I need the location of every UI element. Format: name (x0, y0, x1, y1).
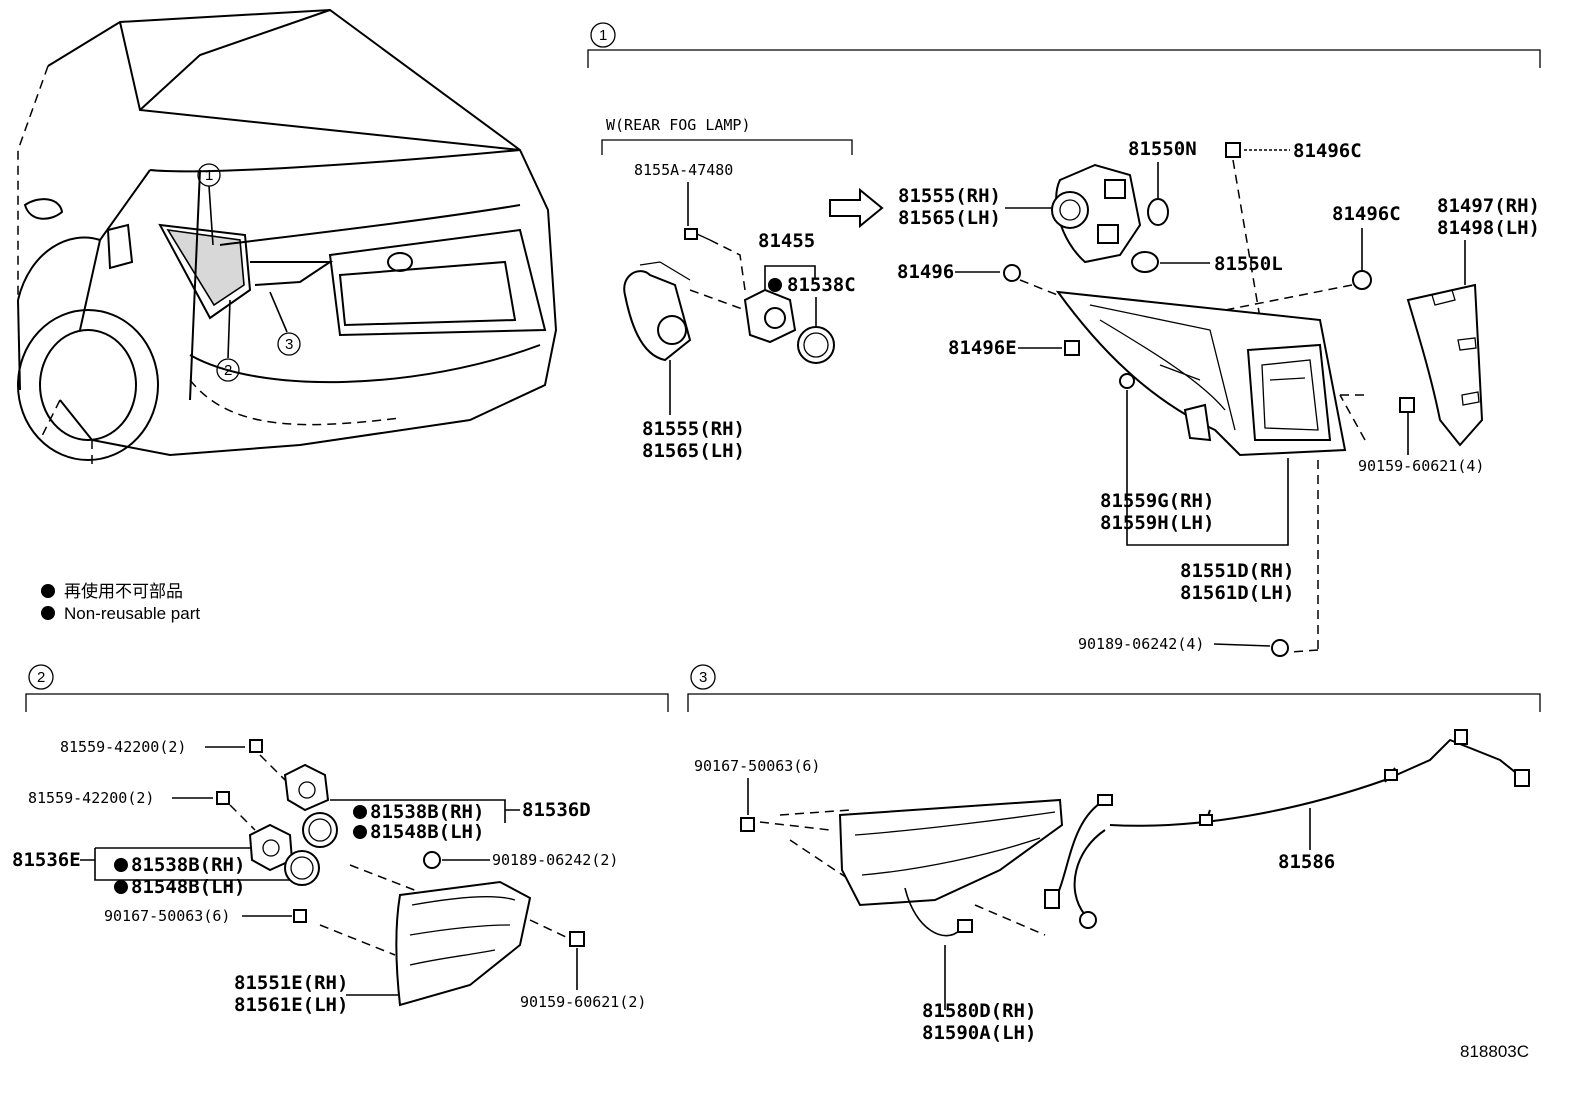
label-81580d-rh: 81580D(RH) (922, 1000, 1036, 1022)
legend-japanese: 再使用不可部品 (64, 581, 183, 601)
svg-text:3: 3 (285, 336, 293, 353)
clip-right (1352, 270, 1372, 290)
bulb-81550l (1131, 251, 1159, 273)
screw-90159-60621-2 (569, 931, 585, 947)
svg-text:1: 1 (599, 27, 607, 44)
cover-81497 (1406, 283, 1484, 447)
label-81555-rh: 81555(RH) (898, 185, 1001, 207)
screw-81559-a (249, 739, 263, 753)
label-81565-lh: 81565(LH) (898, 207, 1001, 229)
wire-harness-81586 (1044, 729, 1530, 929)
label-81550n: 81550N (1128, 138, 1197, 160)
nut-90189-06242 (1271, 639, 1289, 657)
option-label: W(REAR FOG LAMP) (606, 116, 751, 134)
label-81586: 81586 (1278, 851, 1335, 873)
label-90159-60621-4: 90159-60621(4) (1358, 457, 1484, 475)
label-81536e: 81536E (12, 849, 81, 871)
label-81555-rh-fog: 81555(RH) (642, 418, 745, 440)
label-81559g-rh: 81559G(RH) (1100, 490, 1214, 512)
label-90159-60621-2: 90159-60621(2) (520, 993, 646, 1011)
socket-81536d (283, 763, 330, 812)
svg-text:2: 2 (37, 669, 45, 686)
label-81496c-right: 81496C (1332, 203, 1401, 225)
label-8155a-47480: 8155A-47480 (634, 161, 733, 179)
svg-text:3: 3 (699, 669, 707, 686)
vehicle-overview (17, 8, 558, 468)
arrow-icon (829, 187, 884, 229)
gasket-81538b-e (284, 850, 320, 886)
screw-81559-b (216, 791, 230, 805)
label-81561e-lh: 81561E(LH) (234, 994, 348, 1016)
main-socket (1051, 163, 1142, 264)
screw-90167-b (740, 817, 755, 832)
section-3: 3 90167-50063(6) 81580D(RH) 81590A(LH) (687, 664, 1541, 1044)
screw-90167-a (293, 909, 307, 923)
label-81497-rh: 81497(RH) (1437, 195, 1540, 217)
label-90189-06242-2: 90189-06242(2) (492, 851, 618, 869)
non-reusable-legend: 再使用不可部品 Non-reusable part (41, 581, 200, 623)
label-81561d-lh: 81561D(LH) (1180, 582, 1294, 604)
clip-81496e (1064, 340, 1080, 356)
nut-90189-06242-2 (423, 851, 441, 869)
clip-top (1225, 142, 1241, 158)
label-81538b-rh-d: 81538B(RH) (370, 801, 484, 823)
clip-81496 (1003, 264, 1021, 282)
legend-english: Non-reusable part (64, 604, 200, 623)
fog-gasket (797, 326, 835, 364)
fog-socket (623, 261, 692, 362)
rear-lamp-81551e (395, 880, 532, 1007)
label-81538b-rh-e: 81538B(RH) (131, 854, 245, 876)
label-81536d: 81536D (522, 799, 591, 821)
vehicle-callouts: 1 2 3 (197, 163, 301, 382)
label-81548b-lh-e: 81548B(LH) (131, 876, 245, 898)
screw-90159-60621 (1399, 397, 1415, 413)
rear-lamp-81580d (838, 798, 1064, 907)
label-81551e-rh: 81551E(RH) (234, 972, 348, 994)
fog-bulb-socket (743, 288, 797, 344)
gasket-81538b-d (302, 812, 338, 848)
diagram-code: 818803C (1460, 1042, 1529, 1061)
label-81496c-top: 81496C (1293, 140, 1362, 162)
label-81498-lh: 81498(LH) (1437, 217, 1540, 239)
label-81538c: 81538C (787, 274, 856, 296)
label-81551d-rh: 81551D(RH) (1180, 560, 1294, 582)
fog-screw (684, 228, 711, 241)
label-81565-lh-fog: 81565(LH) (642, 440, 745, 462)
section-1: 1 W(REAR FOG LAMP) 8155A-47480 81455 (587, 22, 1541, 657)
bulb-81550n (1147, 198, 1169, 226)
label-81550l: 81550L (1214, 253, 1283, 275)
label-81590a-lh: 81590A(LH) (922, 1022, 1036, 1044)
label-81548b-lh-d: 81548B(LH) (370, 821, 484, 843)
label-90167-50063-6-b: 90167-50063(6) (694, 757, 820, 775)
lens-81559 (1119, 373, 1135, 389)
label-81496: 81496 (897, 261, 954, 283)
label-81559-42200-a: 81559-42200(2) (60, 738, 186, 756)
svg-text:2: 2 (224, 362, 232, 379)
label-81455: 81455 (758, 230, 815, 252)
label-81559-42200-b: 81559-42200(2) (28, 789, 154, 807)
section-2: 2 81559-42200(2) 81559-42200(2) 81538B(R… (12, 664, 669, 1016)
label-90167-50063-6-a: 90167-50063(6) (104, 907, 230, 925)
label-90189-06242-4: 90189-06242(4) (1078, 635, 1204, 653)
label-81496e: 81496E (948, 337, 1017, 359)
label-81559h-lh: 81559H(LH) (1100, 512, 1214, 534)
svg-text:1: 1 (205, 167, 213, 184)
rear-lamp-assembly (1055, 290, 1347, 457)
